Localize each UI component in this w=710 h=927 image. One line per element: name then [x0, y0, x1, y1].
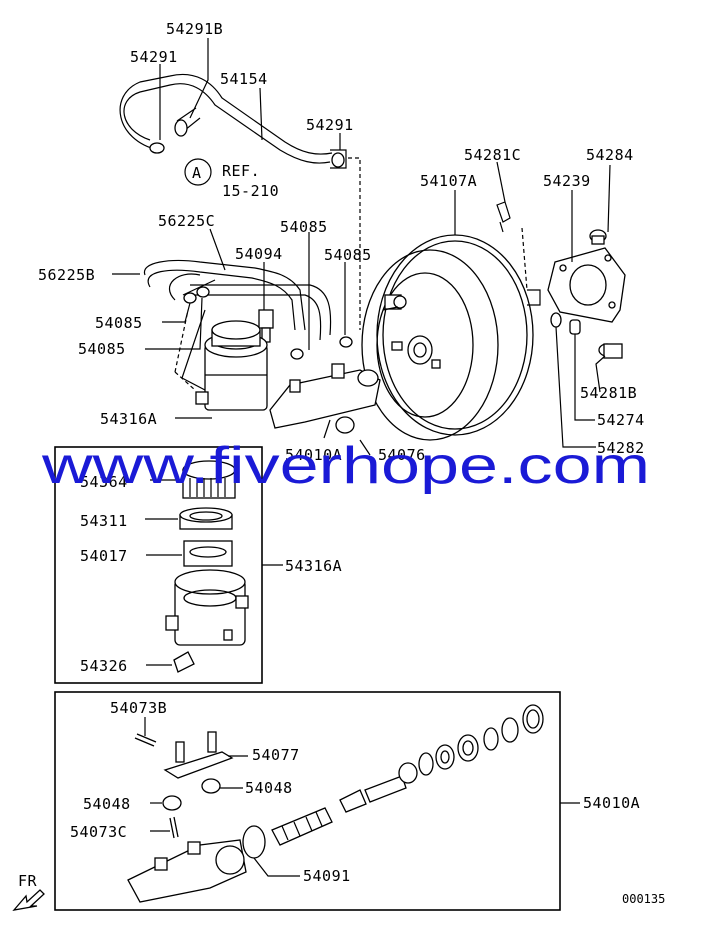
reference-page: 15-210 — [222, 182, 279, 200]
label-54291-b: 54291 — [306, 116, 354, 134]
float-54017 — [183, 540, 233, 567]
seal-54326 — [173, 651, 195, 673]
arrow-icon — [12, 889, 45, 911]
label-54076: 54076 — [378, 446, 426, 464]
label-54048-b: 54048 — [83, 795, 131, 813]
label-54073B: 54073B — [110, 699, 167, 717]
cylinder-body — [127, 839, 247, 903]
label-54274: 54274 — [597, 411, 645, 429]
watermark-text: www.fiverhope.com — [41, 437, 650, 495]
gasket-54239 — [547, 247, 626, 323]
label-54085-b: 54085 — [324, 246, 372, 264]
strainer-54311 — [179, 507, 233, 530]
label-54085-c: 54085 — [95, 314, 143, 332]
leader-lines-top — [112, 38, 611, 456]
bracket-54077 — [163, 731, 234, 779]
master-cylinder-detail-box — [54, 691, 561, 911]
o-ring-54091 — [242, 825, 266, 859]
label-56225C: 56225C — [158, 212, 215, 230]
hose-clip-54085 — [183, 286, 353, 360]
label-54239: 54239 — [543, 172, 591, 190]
label-54281C: 54281C — [464, 146, 521, 164]
label-54094: 54094 — [235, 245, 283, 263]
label-54281B: 54281B — [580, 384, 637, 402]
label-54010-top: 54010A — [285, 446, 342, 464]
label-54085-a: 54085 — [280, 218, 328, 236]
vacuum-hose-56225 — [143, 259, 332, 341]
washer-54274 — [569, 319, 581, 335]
reference-callout: A REF. 15-210 — [184, 158, 279, 200]
bolt-54284 — [589, 229, 607, 245]
diagram-code: 000135 — [622, 892, 665, 906]
label-54010A: 54010A — [583, 794, 640, 812]
label-54077: 54077 — [252, 746, 300, 764]
front-direction-marker: FR — [12, 872, 45, 911]
direction-label: FR — [18, 872, 38, 890]
label-54073C: 54073C — [70, 823, 127, 841]
clip-54281C — [496, 201, 511, 233]
label-54154: 54154 — [220, 70, 268, 88]
label-54316A-top: 54316A — [100, 410, 157, 428]
label-54364: 54364 — [80, 473, 128, 491]
reservoir-body — [165, 569, 249, 646]
label-54048-a: 54048 — [245, 779, 293, 797]
grommet-54048 — [162, 778, 221, 811]
label-56225B: 56225B — [38, 266, 95, 284]
hose-clip-54291 — [149, 119, 347, 169]
label-54326: 54326 — [80, 657, 128, 675]
connector-54094 — [258, 309, 274, 343]
label-54291-a: 54291 — [130, 48, 178, 66]
reference-letter: A — [192, 164, 202, 182]
pin-54073C — [169, 816, 179, 839]
label-54107A: 54107A — [420, 172, 477, 190]
piston-assembly — [271, 704, 544, 846]
label-54291B: 54291B — [166, 20, 223, 38]
label-54085-d: 54085 — [78, 340, 126, 358]
pin-54073B — [134, 733, 157, 747]
reservoir-cap-54364 — [182, 460, 236, 499]
reference-text: REF. — [222, 162, 260, 180]
reservoir-54316A — [181, 309, 268, 411]
label-54091: 54091 — [303, 867, 351, 885]
brake-booster-54107A — [361, 234, 541, 441]
label-54311: 54311 — [80, 512, 128, 530]
label-54316A-detail: 54316A — [285, 557, 342, 575]
label-54282: 54282 — [597, 439, 645, 457]
master-cylinder-54010A-top — [269, 363, 381, 439]
label-54017: 54017 — [80, 547, 128, 565]
pin-54281B — [598, 343, 623, 359]
washer-54282 — [550, 312, 562, 328]
label-54284: 54284 — [586, 146, 634, 164]
